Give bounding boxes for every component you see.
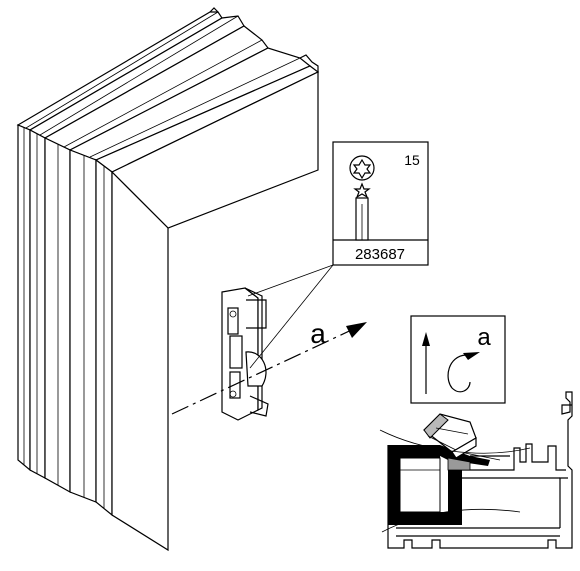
up-arrow-icon bbox=[422, 332, 430, 346]
frame-section-fill bbox=[388, 445, 462, 525]
leader-line bbox=[249, 264, 334, 369]
window-frame-profile bbox=[16, 7, 320, 552]
locking-plate bbox=[221, 287, 269, 421]
arrow-label: a bbox=[310, 318, 326, 349]
direction-arrow: a bbox=[171, 318, 367, 415]
torx-bit-icon bbox=[353, 182, 371, 199]
part-number-label: 283687 bbox=[355, 246, 405, 263]
leader-line bbox=[247, 264, 334, 297]
detail-label: a bbox=[477, 324, 491, 351]
cross-section-detail bbox=[379, 391, 573, 549]
rotate-arrow-icon bbox=[447, 354, 471, 393]
tilted-fitting bbox=[423, 413, 477, 459]
screw-callout-box: 15 283687 bbox=[332, 141, 429, 266]
detail-callout-box: a bbox=[410, 315, 506, 404]
arrow-head-icon bbox=[346, 322, 367, 338]
torx-head-icon bbox=[349, 155, 375, 181]
torx-size-label: 15 bbox=[404, 152, 420, 168]
